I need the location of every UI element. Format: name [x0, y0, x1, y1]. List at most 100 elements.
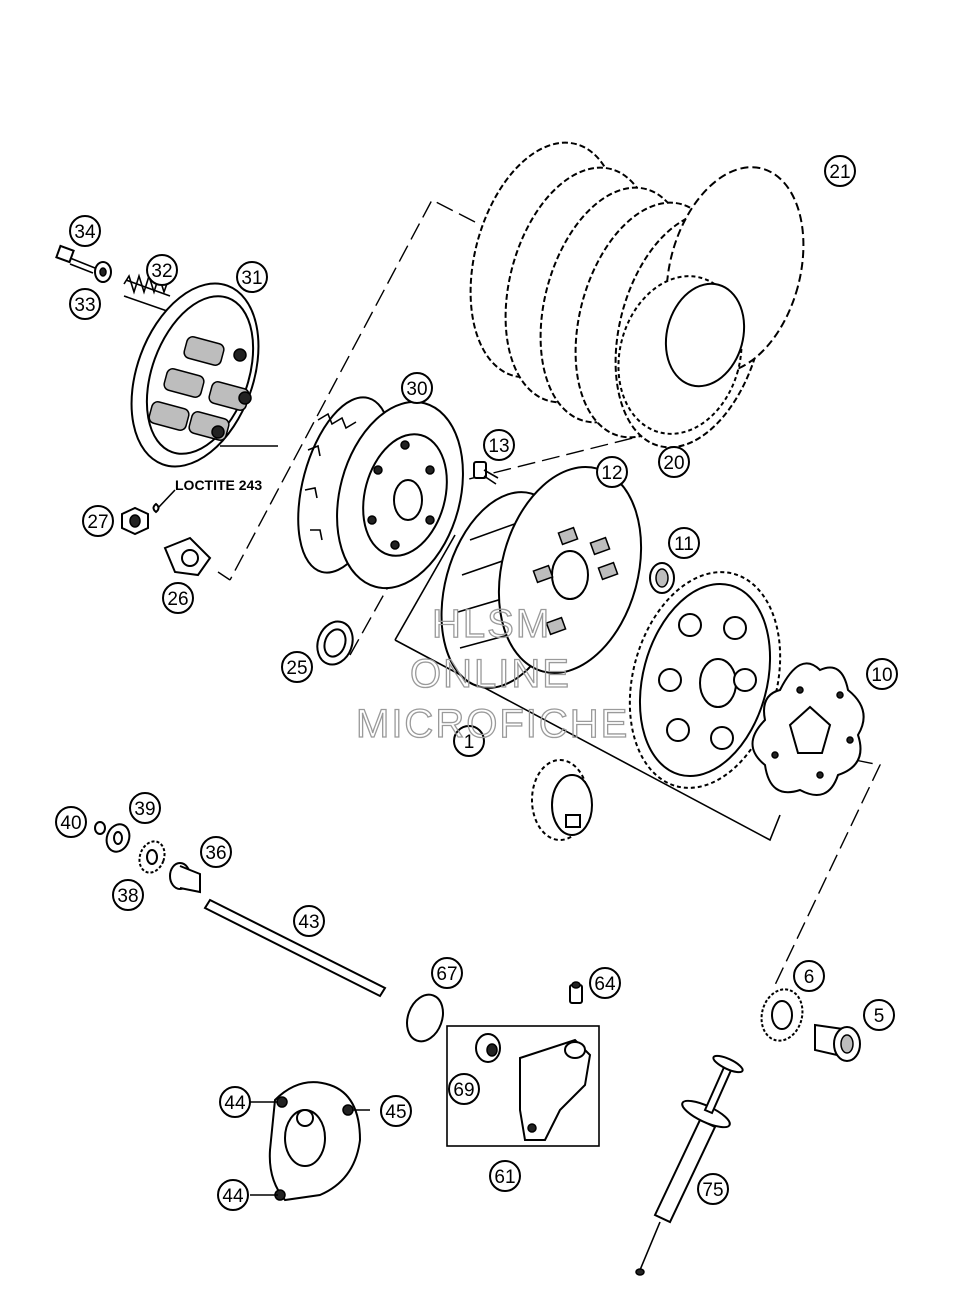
- callout-circle: [483, 429, 515, 461]
- callout-number: 40: [60, 813, 81, 834]
- callout-75: 75: [697, 1173, 729, 1205]
- lock-washer-part-26: [163, 536, 212, 577]
- callout-circle: [589, 967, 621, 999]
- callout-number: 64: [594, 974, 616, 995]
- callout-number: 67: [436, 964, 457, 985]
- bearing-part-38: [138, 840, 166, 874]
- callout-31: 31: [236, 261, 268, 293]
- callout-circle: [236, 261, 268, 293]
- needle-bearing-part-6: [760, 988, 804, 1042]
- clutch-basket-part-12: [440, 466, 643, 689]
- callout-26: 26: [162, 582, 194, 614]
- callout-circle: [401, 372, 433, 404]
- clip-part-40: [94, 821, 106, 835]
- callout-circle: [69, 288, 101, 320]
- bleed-screw-part-64: [569, 981, 583, 1004]
- callout-number: 21: [829, 162, 850, 183]
- watermark: HLSM ONLINE MICROFICHE: [355, 601, 628, 746]
- callout-number: 38: [117, 886, 138, 907]
- callout-number: 39: [134, 799, 155, 820]
- callout-circle: [863, 999, 895, 1031]
- callout-44a: 44: [219, 1086, 251, 1118]
- callout-44b: 44: [217, 1179, 249, 1211]
- callout-5: 5: [863, 999, 895, 1031]
- callout-21: 21: [824, 155, 856, 187]
- callout-circle: [596, 456, 628, 488]
- callout-45: 45: [380, 1095, 412, 1127]
- callout-61: 61: [489, 1160, 521, 1192]
- callout-number: 32: [151, 261, 172, 282]
- callout-number: 44: [224, 1093, 246, 1114]
- callout-number: 11: [674, 534, 694, 555]
- push-rod-part-43: [203, 898, 387, 998]
- watermark-line-1: HLSM: [432, 602, 551, 646]
- callout-1: 1: [453, 725, 485, 757]
- damper-plate-part-10: [751, 662, 865, 796]
- clutch-hub-part-30: [297, 396, 464, 590]
- callout-circle: [793, 960, 825, 992]
- callout-circle: [112, 879, 144, 911]
- pin-part-13: [473, 461, 499, 485]
- pressure-plate-part-31: [130, 282, 260, 468]
- callout-6: 6: [793, 960, 825, 992]
- callout-circle: [489, 1160, 521, 1192]
- callout-circle: [281, 651, 313, 683]
- callout-number: 33: [74, 295, 95, 316]
- callout-circle: [82, 505, 114, 537]
- callout-number: 1: [464, 732, 475, 753]
- callout-40: 40: [55, 806, 87, 838]
- callout-10: 10: [866, 658, 898, 690]
- callout-number: 25: [286, 658, 307, 679]
- callout-38: 38: [112, 879, 144, 911]
- bushing-part-11: [649, 562, 675, 594]
- callout-36: 36: [200, 836, 232, 868]
- callout-circle: [55, 806, 87, 838]
- callout-20: 20: [658, 446, 690, 478]
- bushing-part-5: [814, 1023, 861, 1062]
- callout-34: 34: [69, 215, 101, 247]
- callout-circle: [448, 1073, 480, 1105]
- leader-lines: [157, 445, 370, 1196]
- callout-circle: [162, 582, 194, 614]
- watermark-line-2: ONLINE: [410, 652, 571, 696]
- callout-number: 44: [222, 1186, 244, 1207]
- callout-circle: [824, 155, 856, 187]
- bolt-part-34: [55, 244, 96, 274]
- drive-pinion: [531, 759, 593, 841]
- callout-circle: [69, 215, 101, 247]
- callout-circle: [866, 658, 898, 690]
- callout-circle: [219, 1086, 251, 1118]
- callout-circle: [293, 905, 325, 937]
- callout-64: 64: [589, 967, 621, 999]
- callout-number: 69: [453, 1080, 474, 1101]
- slave-cover-part-44-45: [268, 1081, 362, 1202]
- callout-circle: [668, 527, 700, 559]
- callout-27: 27: [82, 505, 114, 537]
- callout-number: 61: [494, 1167, 515, 1188]
- thrust-piece-part-36: [169, 862, 201, 894]
- callout-circle: [380, 1095, 412, 1127]
- callout-number: 13: [488, 436, 509, 457]
- callout-33: 33: [69, 288, 101, 320]
- clutch-disc-stack-part-21-20: [469, 141, 805, 449]
- callout-12: 12: [596, 456, 628, 488]
- slave-cylinder-group-part-61: [446, 1025, 600, 1147]
- loctite-label: LOCTITE 243: [175, 477, 262, 493]
- callout-number: 6: [804, 967, 815, 988]
- callout-number: 26: [167, 589, 188, 610]
- callout-11: 11: [668, 527, 700, 559]
- callout-number: 12: [601, 463, 622, 484]
- callout-number: 20: [663, 453, 684, 474]
- callout-circle: [431, 957, 463, 989]
- callout-43: 43: [293, 905, 325, 937]
- callout-number: 5: [874, 1006, 885, 1027]
- callout-number: 30: [406, 379, 427, 400]
- callout-30: 30: [401, 372, 433, 404]
- callout-number: 36: [205, 843, 226, 864]
- callout-number: 31: [241, 268, 262, 289]
- o-ring-part-67: [406, 993, 444, 1043]
- callout-67: 67: [431, 957, 463, 989]
- washer-part-25: [316, 620, 354, 666]
